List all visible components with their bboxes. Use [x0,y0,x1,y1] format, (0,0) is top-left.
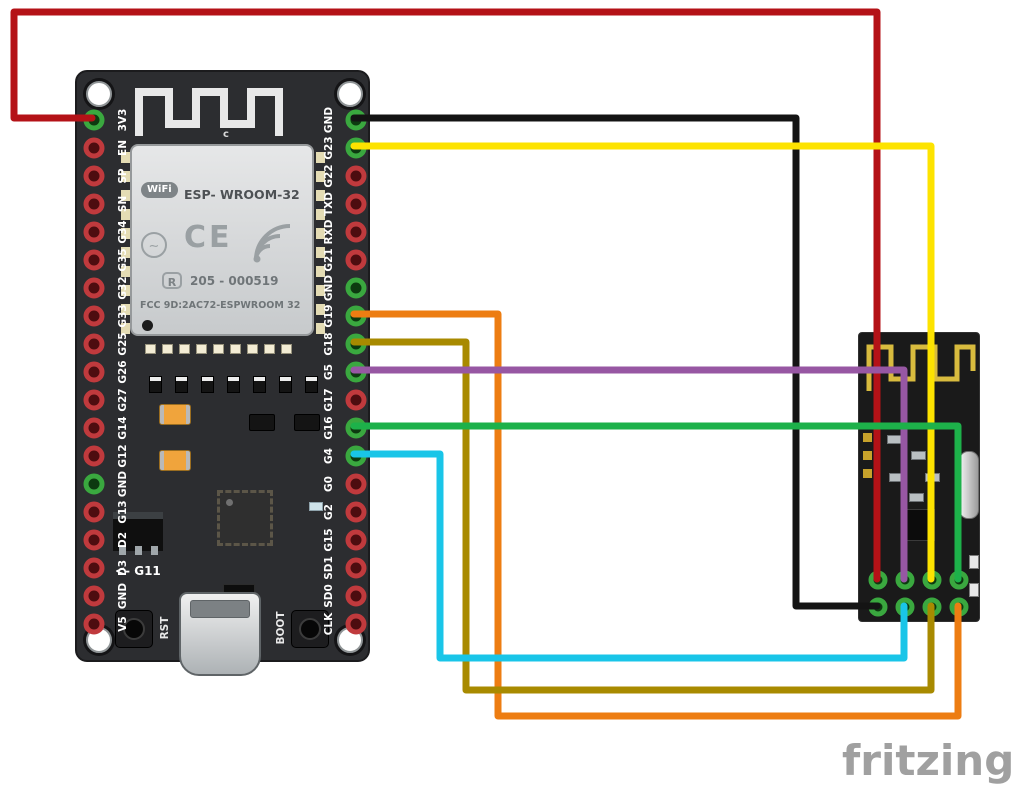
esp32-left-pin-g25[interactable] [83,333,105,355]
esp32-left-pin-v5[interactable] [83,613,105,635]
g11-silkscreen-note: <- G11 [115,564,161,578]
wifi-logo-icon: WiFi [141,182,178,198]
esp32-left-pin-g14[interactable] [83,417,105,439]
pcb-antenna-icon [135,88,283,136]
mounting-hole [86,81,112,107]
esp32-left-pin-g34[interactable] [83,221,105,243]
esp-wroom-32-shield: WiFi ESP- WROOM-32 CE ∼ R 205 - 000519 F… [130,144,314,336]
gold-pad [863,451,872,460]
smd-component [911,451,926,460]
wire-yellow-g23[interactable] [350,142,935,583]
gold-pad [863,469,872,478]
esp32-left-pin-g13[interactable] [83,501,105,523]
esp32-left-pin-g33[interactable] [83,305,105,327]
esp32-right-pin-rxd[interactable] [345,221,367,243]
micro-usb-connector [179,592,261,676]
silkscreen-c-label: c [223,129,229,140]
esp32-right-pin-g21[interactable] [345,249,367,271]
wire-olive-g18[interactable] [350,338,935,694]
rst-button[interactable] [115,610,153,648]
wire-green-g16[interactable] [350,422,962,583]
fcc-id-text: FCC 9D:2AC72-ESPWROOM 32 [140,300,301,311]
voltage-regulator [113,512,163,551]
esp32-left-pin-d2[interactable] [83,529,105,551]
esp32-left-pin-g27[interactable] [83,389,105,411]
esp32-left-pin-gnd[interactable] [83,473,105,495]
esp32-right-pin-clk[interactable] [345,613,367,635]
mounting-hole [337,81,363,107]
esp32-left-pin-g26[interactable] [83,361,105,383]
esp32-right-pin-g15[interactable] [345,529,367,551]
r-certification-number: 205 - 000519 [190,274,279,288]
esp32-left-pin-g12[interactable] [83,445,105,467]
led [309,502,323,511]
usb-uart-chip [217,490,273,546]
esp32-right-pin-g22[interactable] [345,165,367,187]
esp32-left-pin-en[interactable] [83,137,105,159]
fritzing-watermark: fritzing [842,736,1015,785]
esp32-right-pin-sd0[interactable] [345,585,367,607]
wire-red-3v3[interactable] [10,8,881,583]
wire-black-gnd[interactable] [350,114,881,610]
transistor [294,414,320,431]
castellation-pads-right [316,152,325,336]
smd-components-row [149,376,318,393]
esp32-right-pin-sd1[interactable] [345,557,367,579]
compliance-mark-icon: ∼ [141,232,167,258]
transistor [249,414,275,431]
esp32-devkit-board[interactable]: c WiFi ESP- WROOM-32 CE ∼ R 205 - 000519… [75,70,370,676]
module-solder-pads [145,344,292,354]
regulator-legs [119,546,158,555]
esp32-right-pin-g0[interactable] [345,473,367,495]
capacitor [159,404,191,425]
esp32-right-pin-g17[interactable] [345,389,367,411]
r-certification-icon: R [162,272,182,289]
smd-component [909,493,924,502]
wire-orange-g19[interactable] [350,310,962,720]
esp32-right-pin-txd[interactable] [345,193,367,215]
solder-pad [969,583,979,597]
gold-pad [863,433,872,442]
esp32-left-pin-sn[interactable] [83,193,105,215]
capacitor [159,450,191,471]
esp32-right-pin-gnd[interactable] [345,277,367,299]
boot-button[interactable] [291,610,329,648]
esp32-left-pin-g35[interactable] [83,249,105,271]
esp32-left-pin-g32[interactable] [83,277,105,299]
wire-cyan-g4[interactable] [350,450,908,662]
wifi-signal-icon [253,224,291,263]
nrf-antenna-trace-icon [866,344,976,391]
esp32-right-pin-g2[interactable] [345,501,367,523]
solder-pad [969,555,979,569]
esp32-left-pin-sp[interactable] [83,165,105,187]
shield-dot [142,320,153,331]
esp32-left-pin-d3[interactable] [83,557,105,579]
usb-opening [190,600,250,618]
castellation-pads-left [121,152,130,336]
ce-mark: CE [184,220,233,255]
module-model-text: ESP- WROOM-32 [184,187,300,202]
wire-purple-g5[interactable] [350,366,908,583]
esp32-left-pin-gnd[interactable] [83,585,105,607]
